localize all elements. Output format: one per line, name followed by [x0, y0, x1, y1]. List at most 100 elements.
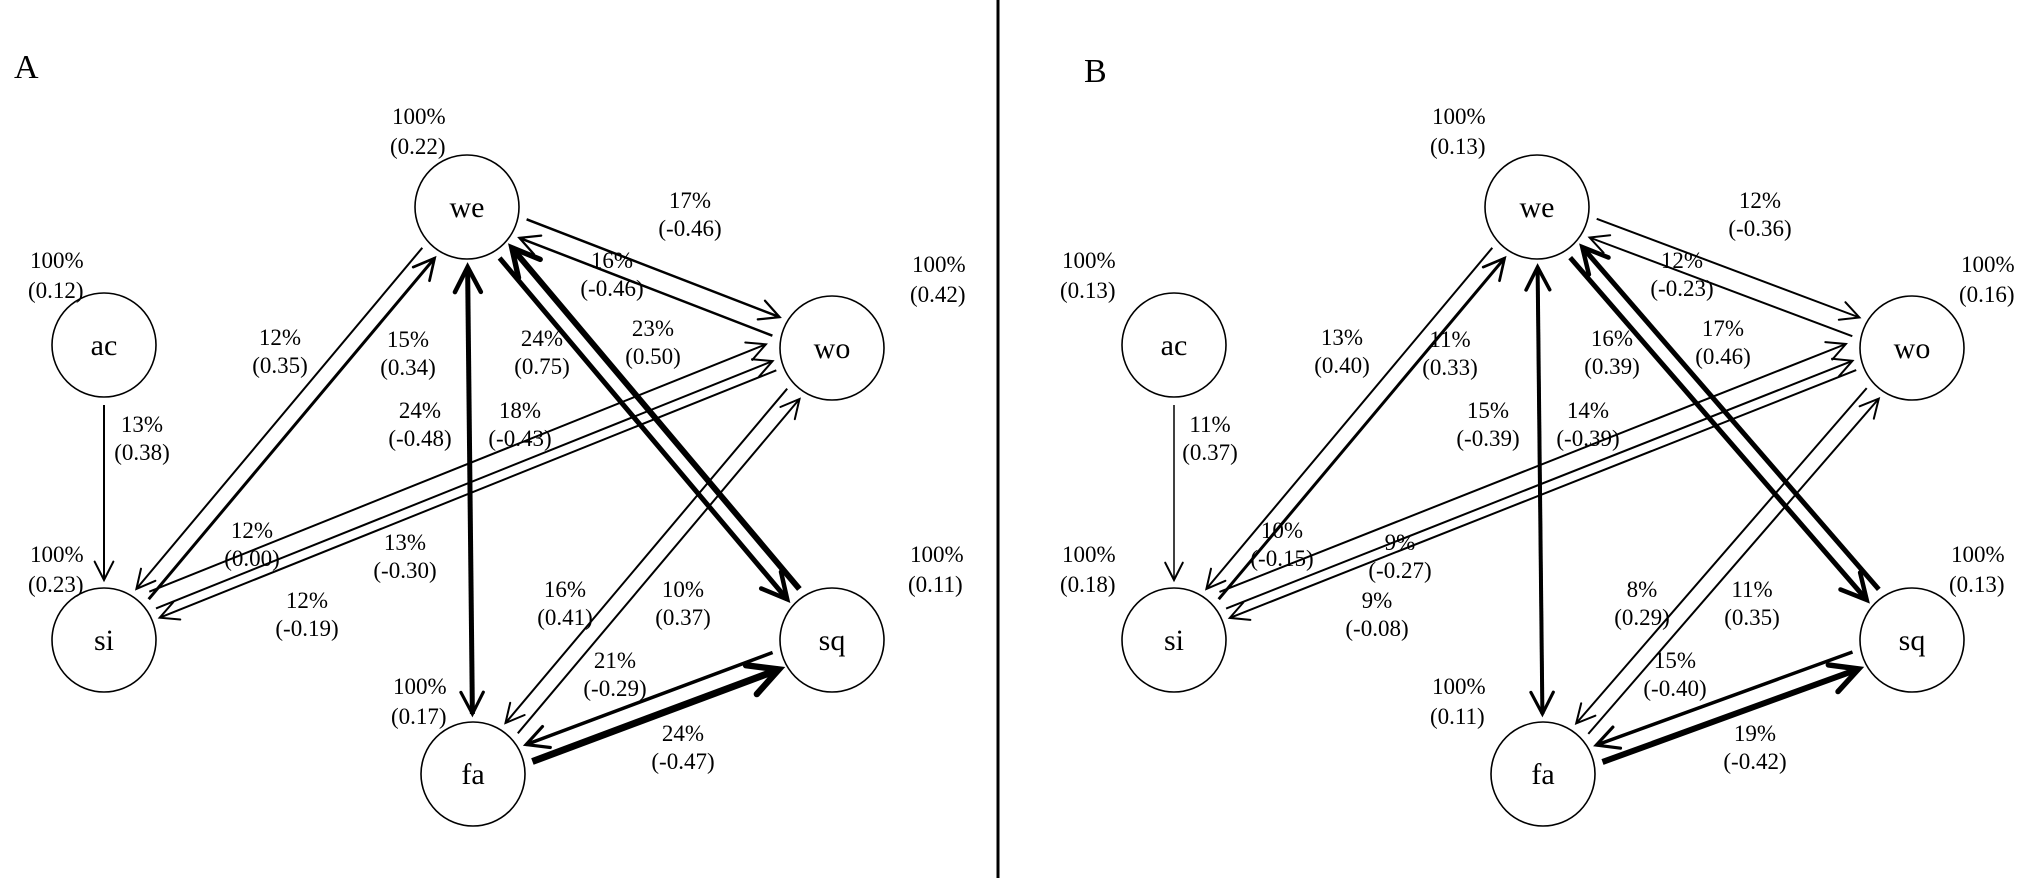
edge-percent: 13% — [121, 412, 163, 437]
edge-we-fa — [465, 266, 475, 715]
node-label: sq — [1899, 624, 1926, 657]
edge-si-wo — [148, 343, 767, 593]
node-si — [51, 587, 157, 693]
edge-we-si — [135, 247, 424, 590]
edge-value: (-0.19) — [275, 616, 338, 641]
node-label: ac — [1161, 329, 1188, 362]
edge-percent: 12% — [231, 518, 273, 543]
edge-percent: 15% — [1654, 648, 1696, 673]
panel-label: A — [14, 49, 39, 86]
node-value: (0.17) — [391, 704, 447, 729]
node-value: (0.12) — [28, 278, 84, 303]
edge-value: (-0.46) — [580, 276, 643, 301]
node-value: (0.13) — [1949, 572, 2005, 597]
edge-percent: 13% — [384, 530, 426, 555]
arrowhead-we-si — [1204, 567, 1227, 591]
edge-wo-si — [1229, 369, 1857, 619]
edge-si-wo — [155, 360, 773, 610]
edge-value: (0.41) — [537, 605, 593, 630]
arrowhead-si-wo — [744, 341, 768, 361]
node-percent: 100% — [1062, 248, 1116, 273]
node-percent: 100% — [392, 104, 446, 129]
arrowhead-we-wo — [1837, 301, 1862, 321]
node-value: (0.18) — [1060, 572, 1116, 597]
edge-percent: 8% — [1627, 577, 1658, 602]
edge-percent: 10% — [662, 577, 704, 602]
arrowhead-ac-si — [1164, 561, 1184, 583]
node-si — [1121, 587, 1227, 693]
edge-wo-si — [159, 369, 777, 619]
node-percent: 100% — [912, 252, 966, 277]
node-label: we — [1520, 191, 1555, 224]
node-label: we — [450, 191, 485, 224]
edge-value: (-0.43) — [488, 426, 551, 451]
panel-b: B we100%(0.13)wo100%(0.16)ac100%(0.13)si… — [1060, 53, 2015, 827]
edge-percent: 17% — [669, 188, 711, 213]
edge-value: (-0.23) — [1650, 276, 1713, 301]
edge-value: (-0.46) — [658, 216, 721, 241]
node-percent: 100% — [1432, 104, 1486, 129]
node-we — [1484, 154, 1590, 260]
arrowhead-we-fa — [1529, 690, 1555, 718]
edge-percent: 15% — [387, 327, 429, 352]
edge-percent: 12% — [1739, 188, 1781, 213]
edge-fa-sq — [1601, 666, 1860, 765]
arrowhead-fa-sq — [1825, 662, 1865, 695]
arrowhead-sq-we — [1579, 243, 1611, 277]
edge-sq-fa — [1595, 650, 1854, 747]
edge-we-wo — [526, 218, 781, 319]
edge-percent: 24% — [399, 398, 441, 423]
edge-percent: 16% — [1591, 326, 1633, 351]
node-ac — [1121, 292, 1227, 398]
arrowhead-sq-fa — [1593, 725, 1623, 750]
edge-percent: 24% — [521, 326, 563, 351]
edge-value: (-0.42) — [1723, 749, 1786, 774]
edge-fa-wo — [1587, 397, 1880, 735]
arrowhead-wo-fa — [504, 701, 526, 725]
node-value: (0.42) — [910, 282, 966, 307]
edge-percent: 21% — [594, 648, 636, 673]
node-label: sq — [819, 624, 846, 657]
edge-percent: 9% — [1362, 588, 1393, 613]
node-value: (0.13) — [1430, 134, 1486, 159]
edge-value: (-0.39) — [1556, 426, 1619, 451]
node-value: (0.23) — [28, 572, 84, 597]
arrowhead-sq-fa — [522, 724, 552, 750]
edge-percent: 11% — [1429, 327, 1470, 352]
edge-percent: 19% — [1734, 721, 1776, 746]
edge-fa-wo — [517, 398, 801, 734]
edge-percent: 16% — [544, 577, 586, 602]
node-percent: 100% — [1951, 542, 2005, 567]
arrowhead-fa-wo — [779, 397, 801, 421]
edge-percent: 11% — [1731, 577, 1772, 602]
arrowhead-we-si — [134, 567, 157, 591]
arrowhead-wo-si — [157, 601, 182, 621]
node-ac — [51, 292, 157, 398]
node-sq — [779, 587, 885, 693]
arrowhead-wo-fa — [1574, 702, 1597, 726]
node-percent: 100% — [1961, 252, 2015, 277]
node-label: ac — [91, 329, 118, 362]
edge-percent: 12% — [259, 325, 301, 350]
arrowhead-si-wo — [751, 358, 775, 378]
edge-we-wo — [1596, 217, 1860, 319]
edge-value: (0.46) — [1695, 344, 1751, 369]
edge-percent: 12% — [1661, 248, 1703, 273]
arrowhead-wo-si — [1227, 601, 1252, 621]
node-wo — [779, 295, 885, 401]
edge-sq-fa — [525, 650, 774, 747]
edge-we-sq — [497, 256, 790, 601]
edge-value: (0.35) — [252, 353, 308, 378]
arrowhead-si-wo — [1824, 341, 1848, 361]
arrowhead-si-we — [1481, 255, 1507, 283]
edge-wo-we — [518, 236, 773, 337]
node-percent: 100% — [910, 542, 964, 567]
node-value: (0.22) — [390, 134, 446, 159]
node-value: (0.11) — [908, 572, 963, 597]
edge-percent: 23% — [632, 316, 674, 341]
arrowhead-wo-we — [517, 234, 543, 256]
node-label: wo — [1894, 332, 1931, 365]
edge-wo-fa — [1575, 387, 1868, 725]
edge-value: (-0.30) — [373, 558, 436, 583]
